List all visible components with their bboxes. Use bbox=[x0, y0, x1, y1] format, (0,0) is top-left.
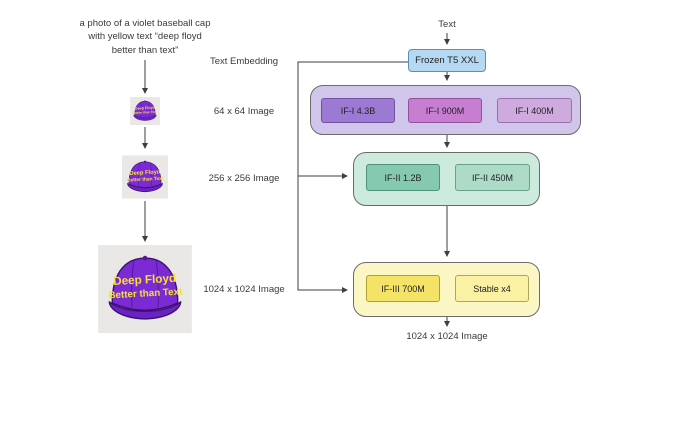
if-i-400m-box: IF-I 400M bbox=[497, 98, 572, 123]
if-i-4.3b-box: IF-I 4.3B bbox=[321, 98, 395, 123]
label-text-input: Text bbox=[438, 19, 456, 30]
if-ii-1.2b-box: IF-II 1.2B bbox=[366, 164, 440, 191]
cap-text-line1: Deep Floyd bbox=[129, 169, 161, 177]
cap-text-line1: Deep Floyd bbox=[113, 272, 177, 288]
label-1024x1024-image: 1024 x 1024 Image bbox=[203, 284, 285, 295]
prompt-text: a photo of a violet baseball cap with ye… bbox=[79, 18, 211, 56]
cap-image-1024: Deep Floyd Better than Text bbox=[98, 245, 192, 333]
if-iii-700m-box: IF-III 700M bbox=[366, 275, 440, 302]
cap-image-64: Deep Floyd Better than Text bbox=[130, 97, 160, 125]
cap-text-line1: Deep Floyd bbox=[135, 106, 156, 111]
if-ii-450m-box: IF-II 450M bbox=[455, 164, 530, 191]
cap-text-line2: Better than Text bbox=[127, 176, 164, 184]
label-64x64-image: 64 x 64 Image bbox=[213, 106, 275, 117]
cap-text-line2: Better than Text bbox=[133, 110, 157, 115]
stable-x4-box: Stable x4 bbox=[455, 275, 529, 302]
label-text-embedding: Text Embedding bbox=[209, 56, 279, 67]
if-i-900m-box: IF-I 900M bbox=[408, 98, 482, 123]
cap-text-line2: Better than Text bbox=[108, 287, 183, 302]
frozen-t5-xxl-box: Frozen T5 XXL bbox=[408, 49, 486, 72]
cap-image-256: Deep Floyd Better than Text bbox=[122, 153, 168, 201]
label-256x256-image: 256 x 256 Image bbox=[208, 173, 280, 184]
label-output-1024x1024-image: 1024 x 1024 Image bbox=[406, 331, 488, 342]
